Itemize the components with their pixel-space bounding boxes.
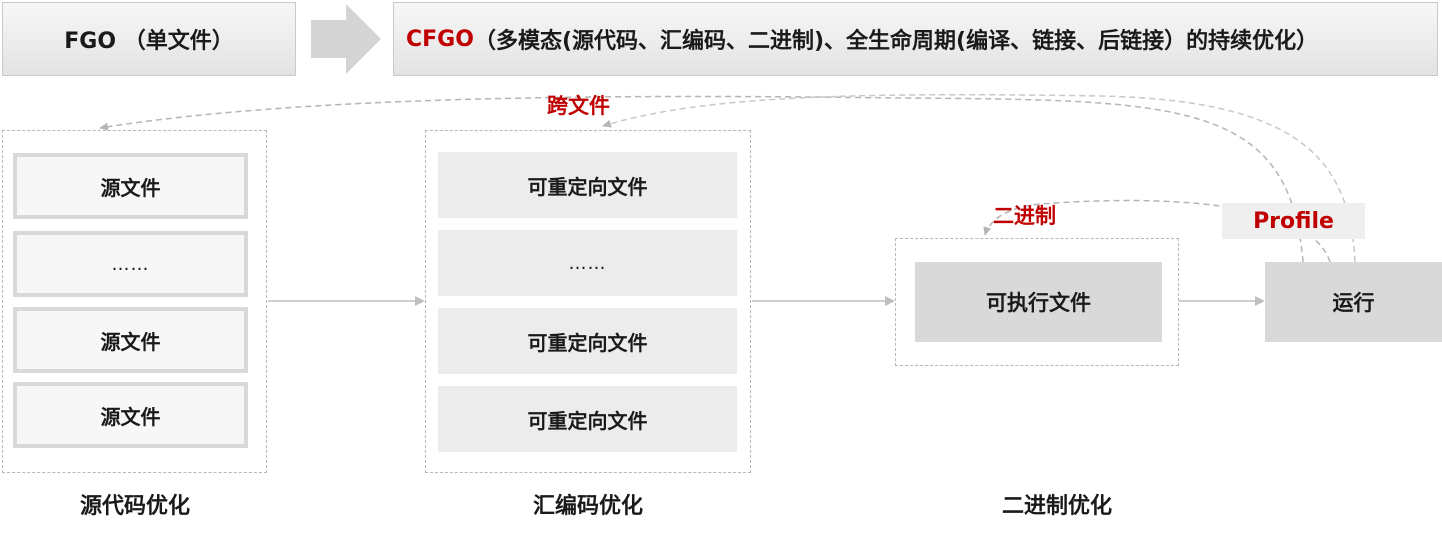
- cfgo-title-prefix: CFGO: [406, 26, 474, 52]
- source-file-2-label: 源文件: [100, 329, 161, 354]
- executable-file: 可执行文件: [915, 262, 1162, 342]
- relocatable-file-ellipsis: ……: [438, 230, 737, 296]
- relocatable-file-3: 可重定向文件: [438, 386, 737, 452]
- source-file-3-label: 源文件: [100, 404, 161, 429]
- cross-file-label: 跨文件: [547, 94, 610, 118]
- stage-label-source: 源代码优化: [79, 494, 190, 519]
- executable-file-label: 可执行文件: [986, 291, 1091, 315]
- source-file-3: 源文件: [13, 382, 248, 448]
- source-file-1-label: 源文件: [100, 175, 161, 200]
- source-file-ellipsis: ……: [13, 231, 248, 297]
- relocatable-file-1: 可重定向文件: [438, 152, 737, 218]
- feedback-run-to-assembly: [602, 93, 1356, 263]
- cfgo-title-box: CFGO （多模态(源代码、汇编码、二进制)、全生命周期(编译、链接、后链接）的…: [393, 2, 1438, 76]
- profile-box: Profile: [1222, 203, 1365, 239]
- relocatable-file-2-label: 可重定向文件: [527, 330, 648, 355]
- run-box: 运行: [1265, 262, 1442, 342]
- relocatable-file-2: 可重定向文件: [438, 308, 737, 374]
- profile-label: Profile: [1253, 208, 1334, 234]
- source-file-2: 源文件: [13, 307, 248, 373]
- feedback-run-to-source: [99, 95, 1304, 263]
- relocatable-file-ellipsis-label: ……: [568, 252, 607, 274]
- source-file-1: 源文件: [13, 153, 248, 219]
- feedback-run-to-binary: [983, 199, 1331, 263]
- header-arrow-shape: [311, 4, 381, 74]
- stage-label-assembly: 汇编码优化: [532, 494, 643, 519]
- relocatable-file-3-label: 可重定向文件: [527, 408, 648, 433]
- run-box-label: 运行: [1332, 291, 1375, 315]
- cfgo-title-text: （多模态(源代码、汇编码、二进制)、全生命周期(编译、链接、后链接）的持续优化）: [473, 29, 1319, 54]
- source-file-ellipsis-label: ……: [111, 253, 150, 275]
- binary-feedback-label: 二进制: [993, 204, 1056, 228]
- relocatable-file-1-label: 可重定向文件: [527, 174, 648, 199]
- fgo-title-box: FGO （单文件）: [2, 2, 296, 76]
- fgo-title: FGO （单文件）: [64, 29, 234, 54]
- stage-label-binary: 二进制优化: [1001, 494, 1112, 519]
